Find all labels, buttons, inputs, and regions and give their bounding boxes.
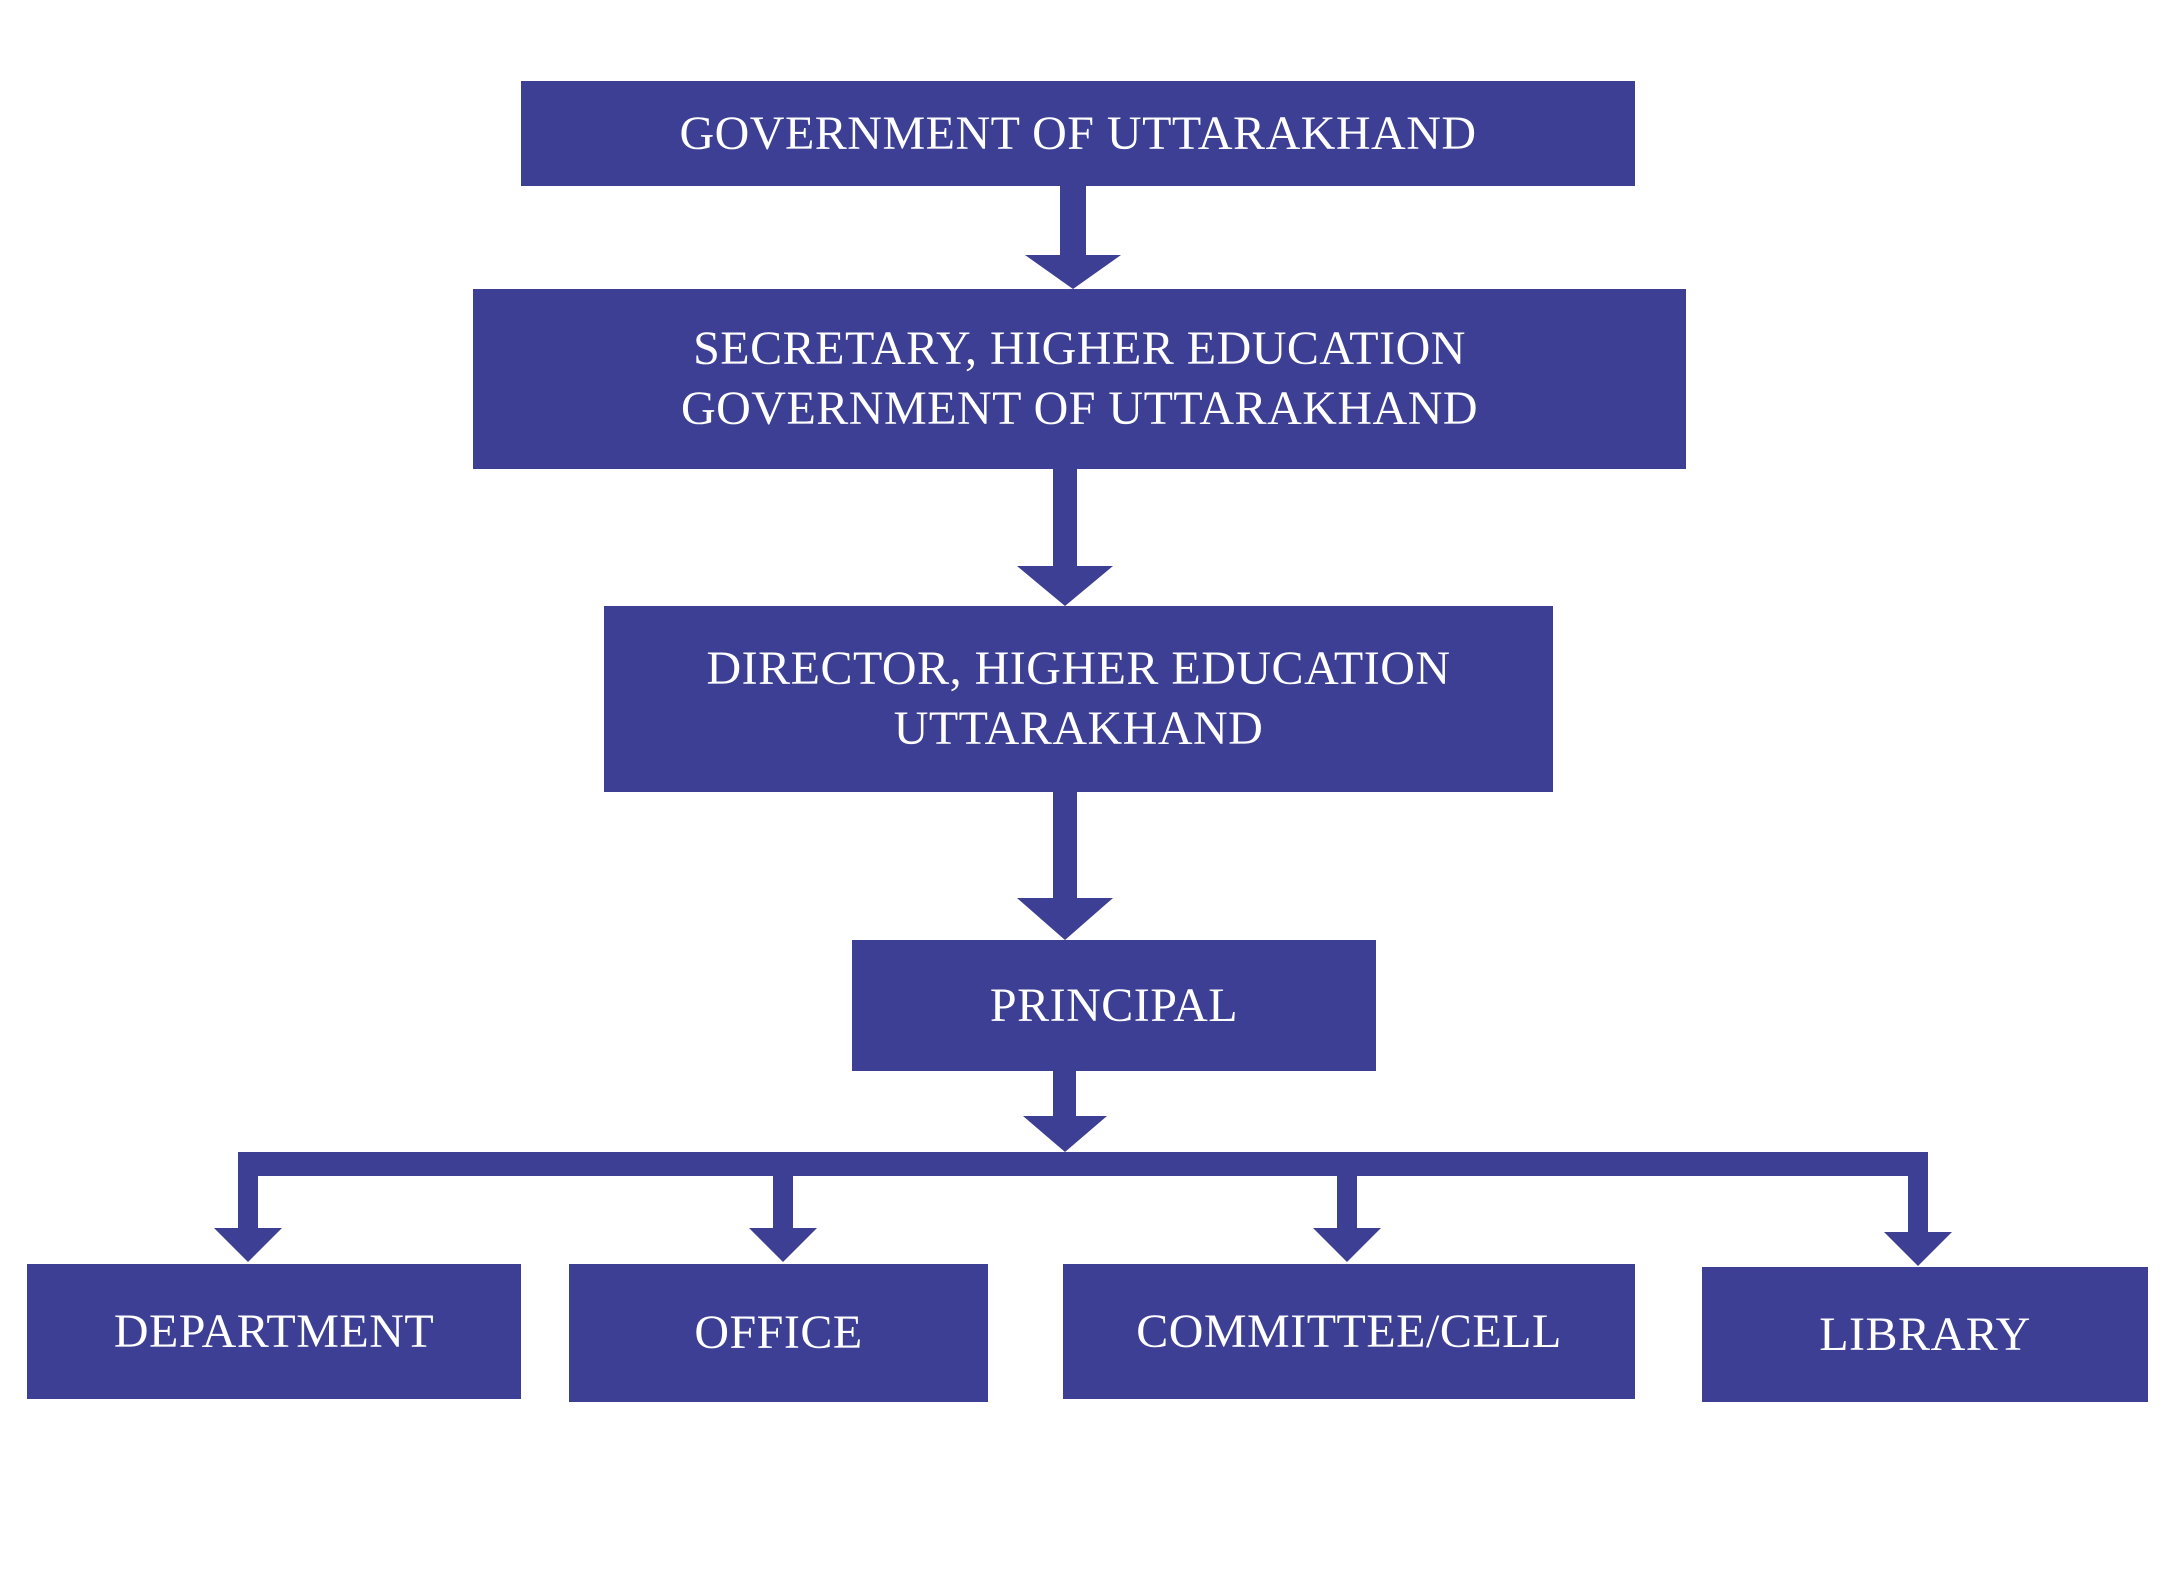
node-department: DEPARTMENT	[27, 1264, 521, 1399]
node-committee-cell-label: COMMITTEE/CELL	[1136, 1304, 1562, 1358]
node-director: DIRECTOR, HIGHER EDUCATION UTTARAKHAND	[604, 606, 1553, 792]
node-government: GOVERNMENT OF UTTARAKHAND	[521, 81, 1635, 186]
branch-bar	[238, 1152, 1928, 1176]
node-director-label-line2: UTTARAKHAND	[893, 702, 1264, 755]
node-library: LIBRARY	[1702, 1267, 2148, 1402]
arrow-director-to-principal	[1017, 792, 1113, 940]
arrow-to-department	[214, 1176, 282, 1262]
arrow-gov-to-secretary	[1025, 186, 1121, 289]
node-library-label: LIBRARY	[1819, 1307, 2031, 1361]
node-principal-label: PRINCIPAL	[989, 978, 1239, 1032]
node-government-label: GOVERNMENT OF UTTARAKHAND	[679, 106, 1477, 160]
arrow-secretary-to-director	[1017, 469, 1113, 606]
node-secretary: SECRETARY, HIGHER EDUCATION GOVERNMENT O…	[473, 289, 1686, 469]
node-department-label: DEPARTMENT	[113, 1304, 435, 1358]
node-director-label-line1: DIRECTOR, HIGHER EDUCATION	[706, 642, 1451, 695]
node-office: OFFICE	[569, 1264, 988, 1402]
node-principal: PRINCIPAL	[852, 940, 1376, 1071]
node-secretary-label-line1: SECRETARY, HIGHER EDUCATION	[693, 322, 1466, 375]
node-office-label: OFFICE	[694, 1306, 863, 1359]
arrow-to-library	[1884, 1176, 1952, 1266]
node-committee-cell: COMMITTEE/CELL	[1063, 1264, 1635, 1399]
arrow-principal-to-branch	[1023, 1071, 1107, 1152]
arrow-to-office	[749, 1176, 817, 1262]
arrow-to-committee	[1313, 1176, 1381, 1262]
node-secretary-label-line2: GOVERNMENT OF UTTARAKHAND	[680, 382, 1479, 435]
